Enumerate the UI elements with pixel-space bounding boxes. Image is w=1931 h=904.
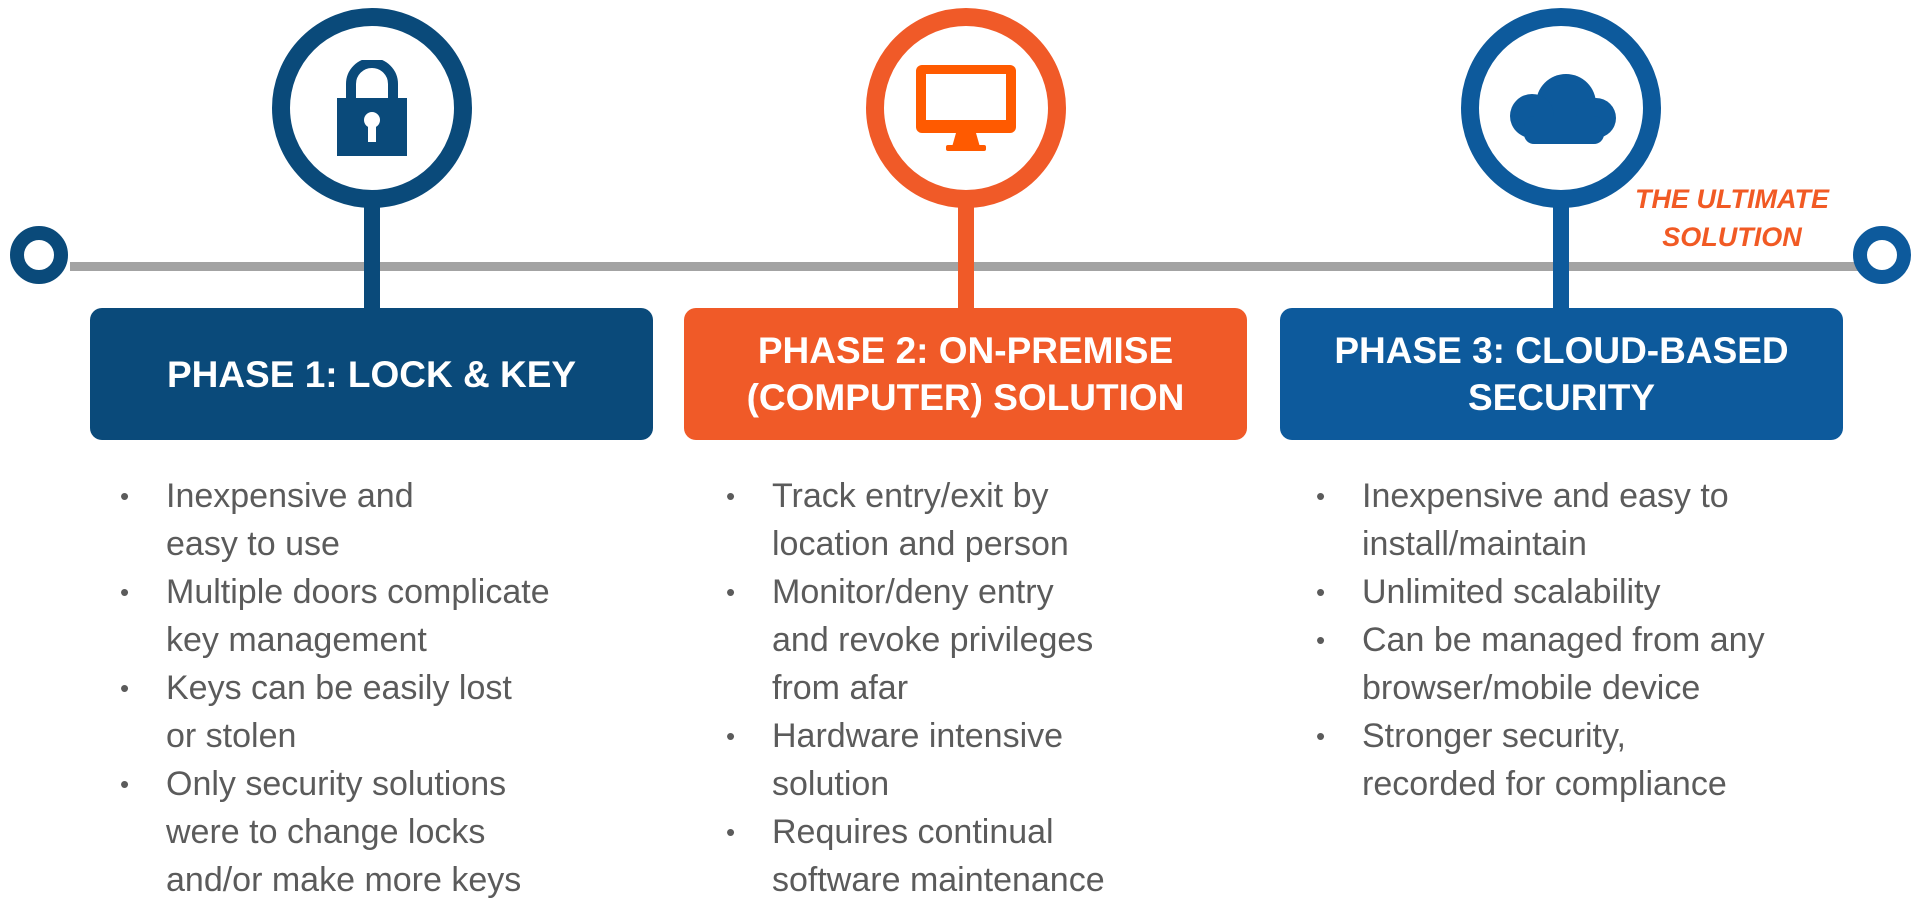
- callout-line-1: THE ULTIMATE: [1635, 184, 1829, 214]
- phase-2-header: PHASE 2: ON-PREMISE (COMPUTER) SOLUTION: [684, 308, 1247, 440]
- cloud-icon: [1510, 74, 1616, 144]
- list-item: Unlimited scalability: [1316, 568, 1765, 616]
- list-item: Monitor/deny entry and revoke privileges…: [726, 568, 1105, 712]
- list-item: Requires continual software maintenance: [726, 808, 1105, 904]
- phase-1-bullet-list: Inexpensive and easy to use Multiple doo…: [120, 472, 550, 904]
- timeline-start-ring: [10, 226, 68, 284]
- computer-monitor-icon: [916, 65, 1016, 151]
- phase-1-marker: [272, 0, 472, 310]
- phase-2-marker: [866, 0, 1066, 310]
- list-item: Track entry/exit by location and person: [726, 472, 1105, 568]
- phase-1-title: PHASE 1: LOCK & KEY: [166, 353, 577, 395]
- phase-3-title-line-1: PHASE 3: CLOUD-BASED: [1334, 330, 1789, 371]
- list-item: Multiple doors complicate key management: [120, 568, 550, 664]
- list-item: Can be managed from any browser/mobile d…: [1316, 616, 1765, 712]
- lock-icon: [337, 60, 407, 156]
- list-item: Keys can be easily lost or stolen: [120, 664, 550, 760]
- phase-1-header: PHASE 1: LOCK & KEY: [90, 308, 653, 440]
- timeline-end-ring: [1853, 226, 1911, 284]
- list-item: Hardware intensive solution: [726, 712, 1105, 808]
- list-item: Only security solutions were to change l…: [120, 760, 550, 904]
- phase-2-bullet-list: Track entry/exit by location and person …: [726, 472, 1105, 904]
- phase-3-marker: [1461, 0, 1661, 310]
- list-item: Stronger security, recorded for complian…: [1316, 712, 1765, 808]
- phase-3-header: PHASE 3: CLOUD-BASED SECURITY: [1280, 308, 1843, 440]
- callout-line-2: SOLUTION: [1662, 222, 1802, 252]
- ultimate-solution-callout: THE ULTIMATE SOLUTION: [1612, 180, 1852, 256]
- phase-3-title-line-2: SECURITY: [1467, 377, 1656, 418]
- phase-2-title-line-1: PHASE 2: ON-PREMISE: [757, 330, 1174, 371]
- list-item: Inexpensive and easy to use: [120, 472, 550, 568]
- list-item: Inexpensive and easy to install/maintain: [1316, 472, 1765, 568]
- phase-2-title-line-2: (COMPUTER) SOLUTION: [746, 377, 1185, 418]
- phase-3-bullet-list: Inexpensive and easy to install/maintain…: [1316, 472, 1765, 808]
